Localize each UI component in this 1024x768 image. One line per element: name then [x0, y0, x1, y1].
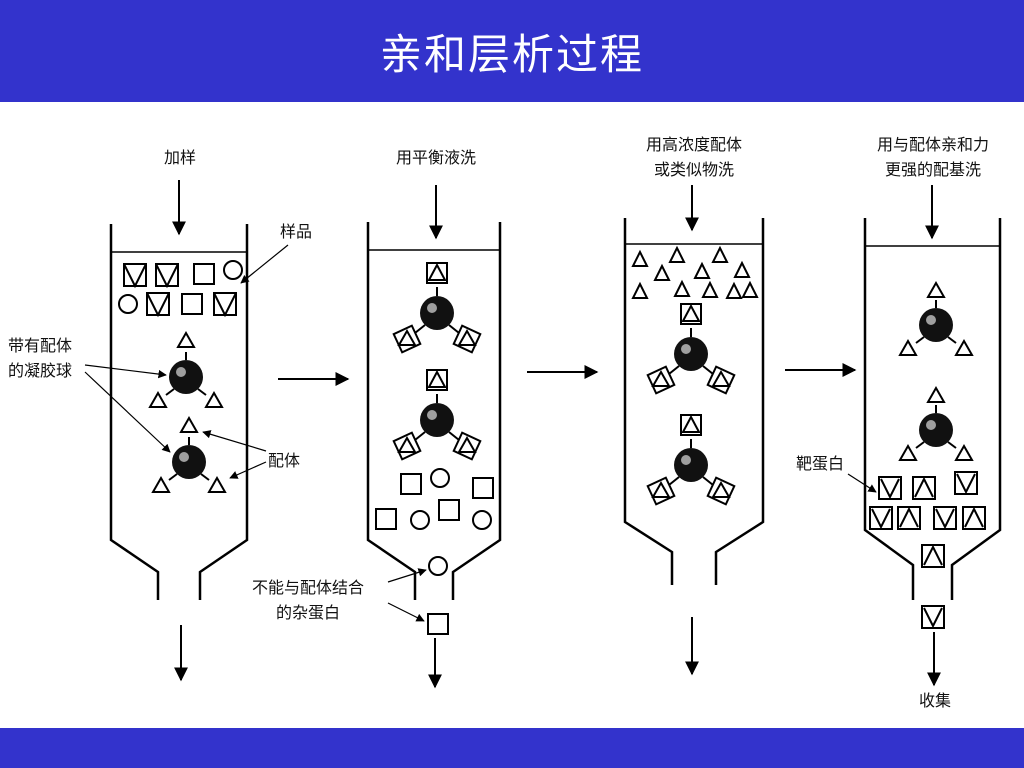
column-4	[863, 218, 1002, 600]
outflow-arrows	[174, 617, 941, 689]
column-3	[623, 218, 765, 585]
ligand-label: 配体	[268, 451, 300, 470]
bead-label-line2: 的凝胶球	[8, 361, 72, 380]
gel-bead-with-ligand	[898, 280, 974, 461]
column-2	[366, 222, 502, 600]
eluted-target-proteins	[869, 471, 986, 629]
process-arrows	[278, 363, 857, 386]
affinity-chromatography-diagram: 加样 用平衡液洗 用高浓度配体 或类似物洗 用与配体亲和力 更强的配基洗	[8, 135, 1002, 710]
column-1	[109, 224, 249, 600]
impurity-label-line1: 不能与配体结合	[252, 578, 364, 597]
step-4-label-line2: 更强的配基洗	[885, 160, 981, 179]
bound-complex	[392, 262, 482, 461]
impurity-label-line2: 的杂蛋白	[276, 603, 340, 622]
free-ligand-analogs	[631, 245, 759, 299]
step-3-label-line2: 或类似物洗	[654, 160, 734, 179]
sample-label: 样品	[280, 222, 312, 241]
sample-proteins	[118, 260, 243, 318]
step-4-label-line1: 用与配体亲和力	[877, 135, 989, 154]
target-protein-label: 靶蛋白	[796, 454, 844, 473]
columns	[109, 218, 1002, 600]
collect-label: 收集	[919, 691, 951, 710]
gel-bead-with-ligand	[151, 415, 227, 493]
bound-complex	[646, 303, 736, 506]
title-bar: 亲和层析过程	[0, 0, 1024, 102]
footer-bar	[0, 728, 1024, 768]
gel-bead-with-ligand	[148, 330, 224, 408]
step-1-label: 加样	[164, 148, 196, 167]
slide-title: 亲和层析过程	[379, 29, 644, 79]
input-arrows	[172, 180, 939, 240]
step-3-label-line1: 用高浓度配体	[646, 135, 742, 154]
bead-label-line1: 带有配体	[8, 336, 72, 355]
step-2-label: 用平衡液洗	[396, 148, 476, 167]
impurity-proteins	[375, 468, 494, 635]
